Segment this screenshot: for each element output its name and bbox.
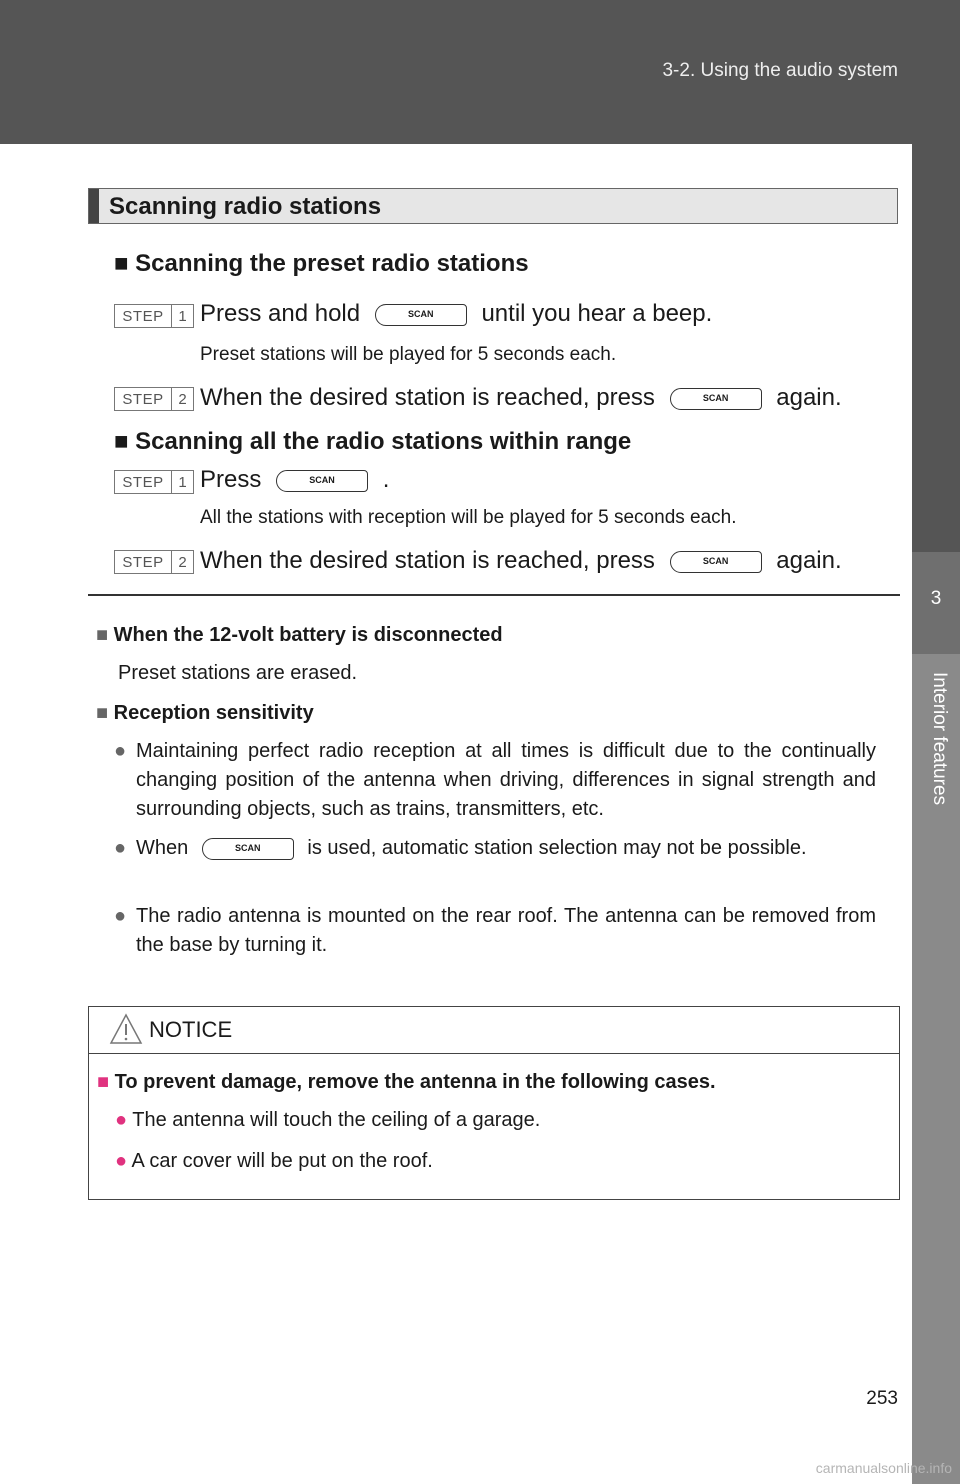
warning-triangle-icon xyxy=(109,1013,143,1044)
step-number: 2 xyxy=(178,390,187,408)
instruction-text: again. xyxy=(776,547,842,574)
scan-button-icon: SCAN xyxy=(276,469,369,492)
step-word: STEP xyxy=(115,471,172,493)
bullet-item: ● The radio antenna is mounted on the re… xyxy=(114,902,876,960)
square-icon: ■ xyxy=(96,624,114,646)
circle-bullet-icon: ● xyxy=(115,1150,132,1172)
step-word: STEP xyxy=(115,551,172,573)
watermark: carmanualsonline.info xyxy=(815,1460,952,1476)
instruction-text: Press xyxy=(200,466,262,493)
step-badge: STEP 2 xyxy=(114,387,194,411)
note-text: Preset stations are erased. xyxy=(118,662,358,684)
notice-heading: ■ To prevent damage, remove the antenna … xyxy=(97,1071,716,1094)
instruction-text: Press and hold xyxy=(200,300,361,327)
square-icon: ■ xyxy=(114,250,136,277)
note-heading-text: Reception sensitivity xyxy=(113,702,314,724)
bullet-text: When SCAN is used, automatic station sel… xyxy=(136,834,876,863)
notice-item-text: The antenna will touch the ceiling of a … xyxy=(132,1109,541,1131)
notice-item: ● A car cover will be put on the roof. xyxy=(115,1150,433,1173)
square-icon: ■ xyxy=(114,428,136,455)
subheading-all-text: Scanning all the radio stations within r… xyxy=(135,428,632,455)
step-badge: STEP 2 xyxy=(114,550,194,574)
instruction-text: again. xyxy=(776,384,842,411)
step-word: STEP xyxy=(115,305,172,327)
subheading-all: ■ Scanning all the radio stations within… xyxy=(114,428,631,456)
page-number: 253 xyxy=(866,1388,898,1409)
scan-button-icon: SCAN xyxy=(669,550,762,573)
bullet-text: Maintaining perfect radio reception at a… xyxy=(136,740,876,820)
note-heading-text: When the 12-volt battery is disconnected xyxy=(113,624,503,646)
step-instruction: Press and hold SCAN until you hear a bee… xyxy=(200,300,712,328)
step-number: 1 xyxy=(178,473,187,491)
bullet-item: ● Maintaining perfect radio reception at… xyxy=(114,737,876,824)
square-icon: ■ xyxy=(96,702,114,724)
bullet-item: ● When SCAN is used, automatic station s… xyxy=(114,834,876,863)
page-header: 3-2. Using the audio system xyxy=(0,0,960,144)
scan-button-icon: SCAN xyxy=(374,303,467,326)
notice-item: ● The antenna will touch the ceiling of … xyxy=(115,1109,540,1132)
section-title: Scanning radio stations xyxy=(109,193,382,220)
section-divider xyxy=(88,594,900,596)
circle-bullet-icon: ● xyxy=(114,837,127,859)
chapter-title: 3-2. Using the audio system xyxy=(662,60,898,81)
instruction-text: . xyxy=(382,466,390,493)
side-tab-label: Interior features xyxy=(929,672,950,806)
step-instruction: Press SCAN . xyxy=(200,466,389,494)
bullet-text-part: When xyxy=(136,837,189,859)
circle-bullet-icon: ● xyxy=(114,740,127,762)
step-badge: STEP 1 xyxy=(114,304,194,328)
circle-bullet-icon: ● xyxy=(114,905,127,927)
instruction-text: When the desired station is reached, pre… xyxy=(200,384,655,411)
subheading-preset-text: Scanning the preset radio stations xyxy=(135,250,529,277)
bullet-text: The radio antenna is mounted on the rear… xyxy=(136,905,876,956)
step-note: Preset stations will be played for 5 sec… xyxy=(200,344,617,365)
instruction-text: When the desired station is reached, pre… xyxy=(200,547,655,574)
step-number: 2 xyxy=(178,553,187,571)
subheading-preset: ■ Scanning the preset radio stations xyxy=(114,250,529,278)
side-tab-bottom: Interior features xyxy=(912,654,960,1484)
side-tab-top xyxy=(912,144,960,552)
section-title-bar: Scanning radio stations xyxy=(88,188,898,224)
step-word: STEP xyxy=(115,388,172,410)
note-heading-reception: ■ Reception sensitivity xyxy=(96,702,314,725)
note-heading-battery: ■ When the 12-volt battery is disconnect… xyxy=(96,624,503,647)
instruction-text: until you hear a beep. xyxy=(481,300,713,327)
square-icon: ■ xyxy=(97,1071,115,1093)
notice-header: NOTICE xyxy=(89,1007,899,1054)
notice-box: NOTICE ■ To prevent damage, remove the a… xyxy=(88,1006,900,1200)
section-accent xyxy=(89,189,99,223)
step-instruction: When the desired station is reached, pre… xyxy=(200,384,842,412)
step-note: All the stations with reception will be … xyxy=(200,507,737,528)
side-tab-number: 3 xyxy=(912,552,960,654)
circle-bullet-icon: ● xyxy=(115,1109,133,1131)
notice-title: NOTICE xyxy=(149,1017,233,1042)
step-number: 1 xyxy=(178,307,187,325)
scan-button-icon: SCAN xyxy=(669,387,762,410)
notice-heading-text: To prevent damage, remove the antenna in… xyxy=(114,1071,716,1093)
step-badge: STEP 1 xyxy=(114,470,194,494)
scan-button-icon: SCAN xyxy=(201,837,294,860)
step-instruction: When the desired station is reached, pre… xyxy=(200,547,842,575)
bullet-text-part: is used, automatic station selection may… xyxy=(307,837,807,859)
notice-item-text: A car cover will be put on the roof. xyxy=(131,1150,433,1172)
